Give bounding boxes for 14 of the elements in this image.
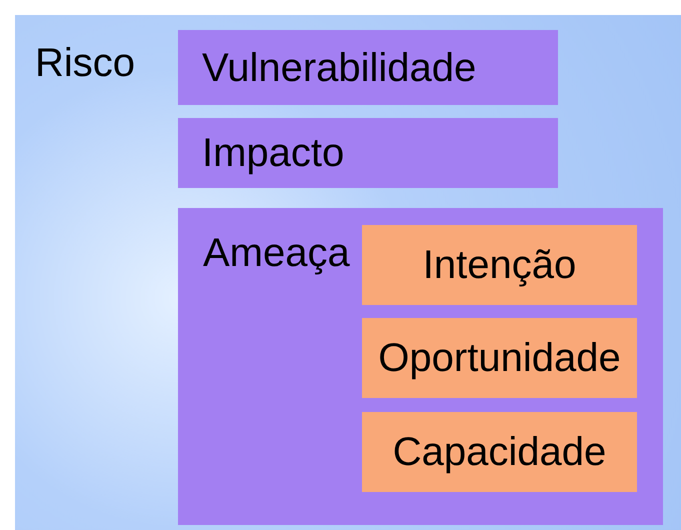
factor-box [362, 412, 637, 492]
box-label: Risco [35, 43, 136, 83]
factor-box [362, 225, 637, 305]
box-label: Oportunidade [378, 338, 621, 378]
factor-box [362, 318, 637, 398]
box-label: Ameaça [203, 233, 350, 273]
box-label: Capacidade [392, 432, 606, 472]
box-label: Vulnerabilidade [202, 48, 476, 88]
box-label: Impacto [202, 133, 344, 173]
background-panel [15, 15, 681, 530]
box-label: Intenção [422, 245, 576, 285]
category-box [178, 118, 558, 188]
category-box [178, 208, 663, 525]
category-box [178, 30, 558, 105]
